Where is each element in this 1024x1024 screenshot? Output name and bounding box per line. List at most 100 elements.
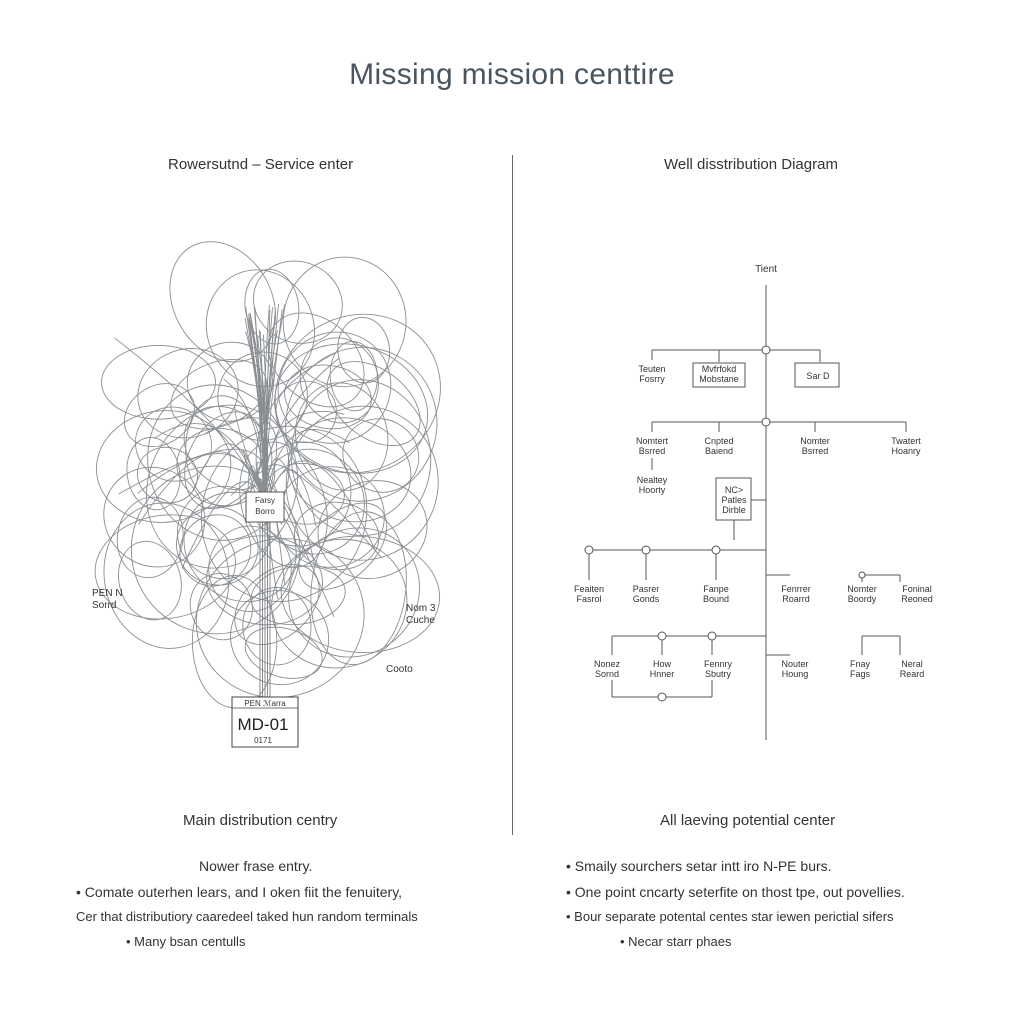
row1-node-3-line1: Sar D bbox=[806, 371, 830, 381]
wire-loop bbox=[137, 348, 239, 439]
row4-node-6-line2: Reard bbox=[900, 669, 925, 679]
wire-loop bbox=[118, 540, 182, 621]
row3-node-6-line1: Foninal bbox=[902, 584, 932, 594]
left-note-4: • Many bsan centulls bbox=[126, 934, 246, 949]
meter-sub-label: 0171 bbox=[254, 736, 272, 745]
wire-loop bbox=[94, 514, 236, 620]
wire-loops bbox=[94, 241, 441, 709]
meter-main-label: MD-01 bbox=[237, 715, 288, 734]
row2-sub-node-line2: Hoorty bbox=[639, 485, 666, 495]
wire-trunk bbox=[259, 522, 271, 697]
wire-loop bbox=[275, 380, 337, 444]
wire-strand bbox=[264, 458, 315, 564]
wire-loop bbox=[169, 241, 276, 363]
wire-loop bbox=[136, 446, 198, 504]
hub-box bbox=[245, 491, 285, 523]
junction-nodes bbox=[584, 345, 866, 702]
row2-node-2-line1: Cnpted bbox=[704, 436, 733, 446]
row3-node-4-line2: Roarrd bbox=[782, 594, 810, 604]
left-side-label-line1: PEN N bbox=[92, 588, 123, 599]
row3-node-3-line2: Bound bbox=[703, 594, 729, 604]
row4-node-2-line1: How bbox=[653, 659, 672, 669]
wire-loop bbox=[274, 343, 429, 474]
row2-node-1-line1: Nomtert bbox=[636, 436, 669, 446]
wire-loop bbox=[288, 527, 420, 658]
wire-loop bbox=[284, 364, 372, 430]
right-side-label-3: Cooto bbox=[386, 664, 413, 675]
wire-strand bbox=[264, 307, 273, 506]
right-note-2: • One point cncarty seterfite on thost t… bbox=[566, 884, 905, 900]
wire-loop bbox=[274, 313, 441, 474]
right-note-4: • Necar starr phaes bbox=[620, 934, 732, 949]
wire-loop bbox=[189, 573, 253, 641]
wire-loop bbox=[290, 379, 432, 536]
hub-label-line2: Borro bbox=[255, 507, 275, 516]
row3-node-6-line2: Reoned bbox=[901, 594, 933, 604]
right-side-label-line2: Cuche bbox=[406, 615, 435, 626]
row1-node-1-line2: Fosrry bbox=[639, 374, 665, 384]
right-note-1: • Smaily sourchers setar intt iro N-PE b… bbox=[566, 858, 832, 874]
left-panel-heading: Rowersutnd – Service enter bbox=[168, 156, 354, 173]
row4-node-3-line1: Fennry bbox=[704, 659, 733, 669]
row2-node-4-line2: Hoanry bbox=[891, 446, 921, 456]
row4-node-5-line1: Fnay bbox=[850, 659, 871, 669]
row2-node-3-line1: Nomter bbox=[800, 436, 830, 446]
wire-strand bbox=[259, 478, 279, 599]
wire-loop bbox=[342, 418, 420, 493]
meter-box bbox=[231, 696, 299, 748]
wire-loop bbox=[259, 448, 365, 555]
row4-node-1-line2: Sornd bbox=[595, 669, 619, 679]
wire-loop bbox=[298, 502, 388, 591]
left-caption: Main distribution centry bbox=[183, 812, 338, 829]
wire-loop bbox=[179, 514, 252, 587]
wire-loop bbox=[329, 340, 378, 412]
wire-loop bbox=[205, 269, 316, 387]
wire-loop bbox=[285, 346, 438, 502]
right-caption: All laeving potential center bbox=[660, 812, 836, 829]
row4-node-4-line1: Nouter bbox=[781, 659, 808, 669]
wire-loop bbox=[282, 256, 407, 388]
left-note-3: Cer that distributiory caaredeel taked h… bbox=[76, 909, 418, 924]
left-note-2: • Comate outerhen lears, and I oken fiit… bbox=[76, 884, 403, 900]
tangled-wiring-diagram: Farsy Borro PEN N Sorrd Nom 3 Cuche Coot… bbox=[92, 241, 441, 748]
row2-node-4-line1: Twatert bbox=[891, 436, 921, 446]
left-note-1: Nower frase entry. bbox=[199, 858, 313, 874]
wire-loop bbox=[277, 331, 392, 444]
row4-node-4-line2: Houng bbox=[782, 669, 809, 679]
wire-loop bbox=[310, 511, 407, 665]
left-side-label-line2: Sorrd bbox=[92, 600, 116, 611]
row1-box-2 bbox=[692, 362, 746, 388]
wire-loop bbox=[337, 317, 391, 384]
wire-loop bbox=[130, 465, 301, 635]
row4-node-2-line2: Hnner bbox=[650, 669, 675, 679]
wire-loop bbox=[135, 406, 212, 482]
page-title: Missing mission centtire bbox=[349, 58, 675, 91]
mid-box-label-line3: Dirble bbox=[722, 505, 746, 515]
wire-loop bbox=[101, 344, 216, 420]
row4-node-1-line1: Nonez bbox=[594, 659, 621, 669]
mid-box-label-line1: NC> bbox=[725, 485, 743, 495]
wire-strand bbox=[114, 337, 266, 506]
row1-node-2-line1: Mvfrfokd bbox=[702, 364, 737, 374]
right-panel-heading: Well disstribution Diagram bbox=[664, 156, 838, 173]
row3-node-2-line2: Gonds bbox=[633, 594, 660, 604]
mid-box-label-line2: Patles bbox=[721, 495, 747, 505]
row2-node-2-line2: Baiend bbox=[705, 446, 733, 456]
row3-node-5-line2: Boordy bbox=[848, 594, 877, 604]
row3-node-3-line1: Fanpe bbox=[703, 584, 729, 594]
tree-root-label: Tient bbox=[755, 264, 777, 275]
wire-loop bbox=[176, 506, 259, 586]
row3-node-1-line1: Feaiten bbox=[574, 584, 604, 594]
mid-box bbox=[715, 477, 752, 521]
wire-loop bbox=[326, 361, 421, 447]
wire-strand bbox=[204, 417, 278, 506]
wire-loop bbox=[183, 491, 297, 603]
wire-loop bbox=[123, 383, 195, 448]
wire-loop bbox=[191, 574, 278, 709]
row1-node-2-line2: Mobstane bbox=[699, 374, 739, 384]
right-note-3: • Bour separate potental centes star iew… bbox=[566, 909, 894, 924]
meter-top-label: PEN ℳarra bbox=[244, 699, 286, 708]
row4-node-6-line1: Neral bbox=[901, 659, 923, 669]
row3-node-5-line1: Nomter bbox=[847, 584, 877, 594]
